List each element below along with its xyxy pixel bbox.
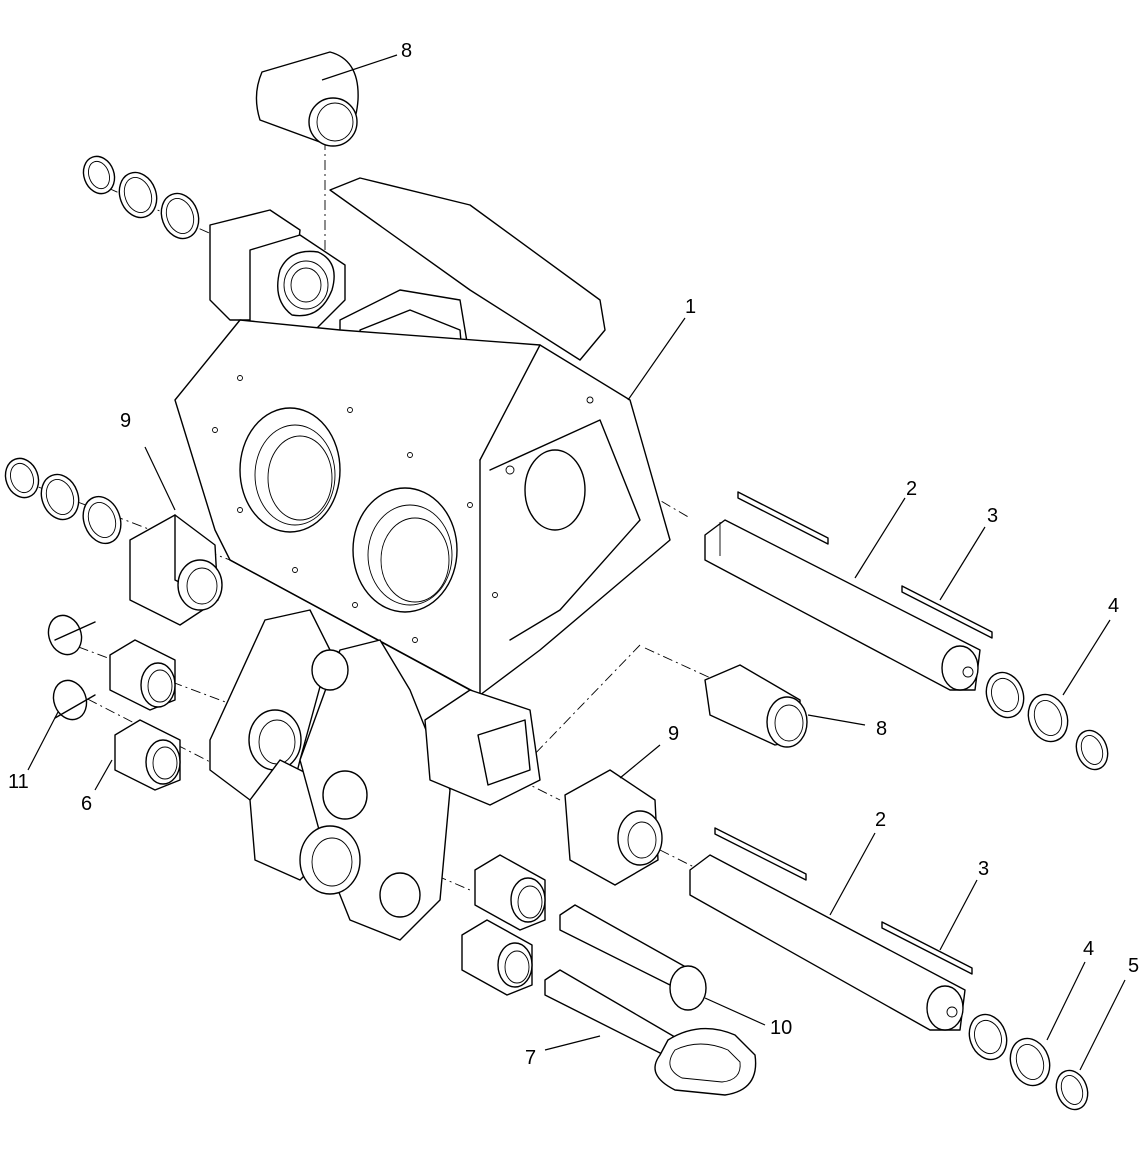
bushing-top	[255, 51, 359, 147]
housing-left	[129, 514, 223, 626]
callout-5: 5	[1128, 955, 1139, 977]
callout-10: 10	[770, 1017, 792, 1039]
callout-8-right: 8	[876, 718, 887, 740]
callout-7: 7	[525, 1047, 536, 1069]
square-tube	[424, 689, 541, 806]
housing-right	[564, 769, 663, 886]
callout-6: 6	[81, 793, 92, 815]
rings-left	[4, 457, 122, 545]
callouts: 8 1 9 2 3 4 8 9 2 3 4 5 10 7 6 11	[8, 40, 1139, 1069]
rings-upper-left	[82, 155, 200, 240]
leader-lines	[27, 54, 1126, 1071]
callout-2-upper: 2	[906, 478, 917, 500]
callout-9-right: 9	[668, 723, 679, 745]
callout-3-upper: 3	[987, 505, 998, 527]
callout-2-lower: 2	[875, 809, 886, 831]
callout-4-upper: 4	[1108, 595, 1119, 617]
callout-1: 1	[685, 296, 696, 318]
callout-9-left: 9	[120, 410, 131, 432]
cotter-pins	[47, 614, 96, 721]
callout-3-lower: 3	[978, 858, 989, 880]
callout-11: 11	[8, 771, 29, 793]
main-body	[174, 177, 671, 696]
bushing-right	[704, 664, 808, 748]
pin-upper	[704, 491, 1109, 771]
callout-4-lower: 4	[1083, 938, 1094, 960]
callout-8-top: 8	[401, 40, 412, 62]
bushings-left	[109, 639, 181, 791]
linkage	[209, 609, 451, 941]
pin-lower	[689, 827, 1089, 1111]
lower-pins	[461, 854, 757, 1096]
